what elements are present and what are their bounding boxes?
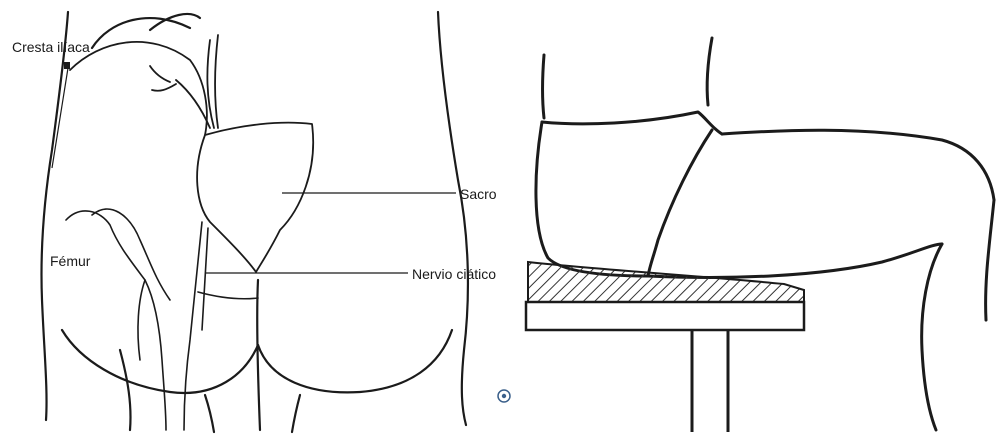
upper-back-curve <box>92 18 190 48</box>
label-femur: Fémur <box>50 253 91 269</box>
seat-board <box>526 302 804 330</box>
thigh-top <box>722 130 994 200</box>
right-buttock <box>258 330 452 392</box>
gluteal-cleft <box>257 280 260 430</box>
front-torso-line <box>707 38 712 105</box>
seat <box>526 262 804 432</box>
femur-shaft <box>66 211 166 430</box>
seated-figure-panel <box>522 0 998 437</box>
label-cresta-iliaca: Cresta ilíaca <box>12 39 90 55</box>
right-body-contour <box>438 12 468 425</box>
label-sacro: Sacro <box>460 186 497 202</box>
sciatic-nerve <box>184 222 202 430</box>
buttock-outline <box>536 122 648 276</box>
lower-leg-back <box>922 244 942 430</box>
left-body-contour <box>41 12 68 420</box>
seat-cushion <box>528 262 804 302</box>
seated-side-view-drawing <box>522 0 998 437</box>
anatomy-panel: Cresta ilíaca Fémur Sacro Nervio ciático <box>0 0 520 437</box>
watermark-logo-icon <box>498 390 510 402</box>
ilium-outline <box>70 42 207 135</box>
waistline <box>542 112 722 134</box>
sacrum-shape <box>197 123 313 272</box>
pelvis-posterior-drawing: Cresta ilíaca Fémur Sacro Nervio ciático <box>0 0 520 437</box>
thigh-underside <box>648 244 942 277</box>
back-line <box>543 55 545 118</box>
label-nervio-ciatico: Nervio ciático <box>412 266 496 282</box>
